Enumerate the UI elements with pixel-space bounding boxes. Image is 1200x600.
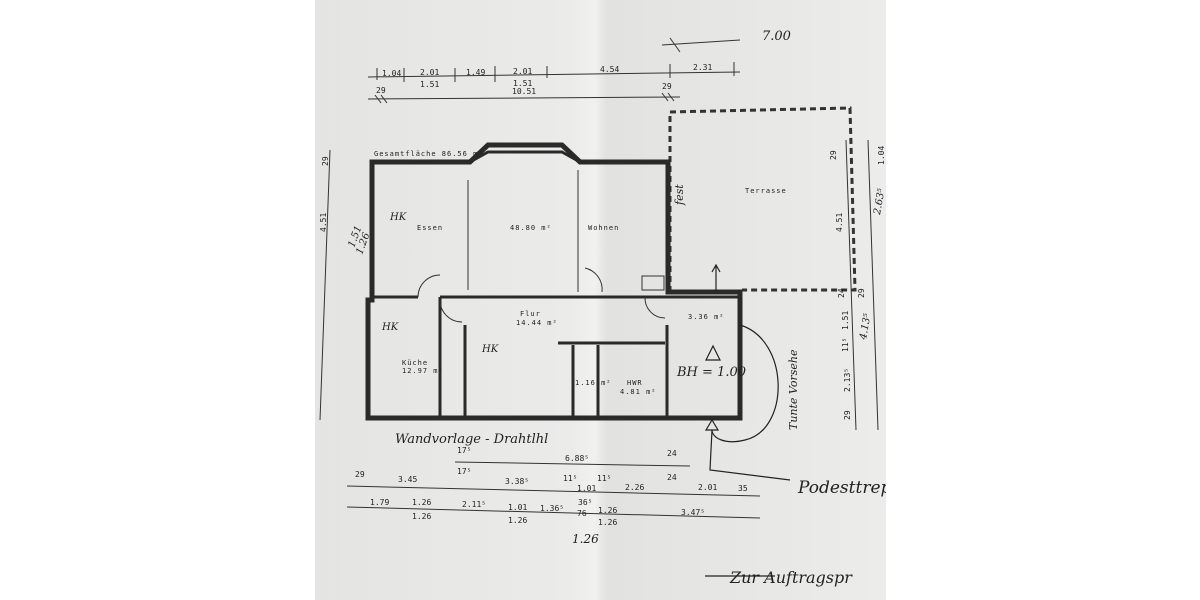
fest-note: fest — [673, 184, 686, 206]
dimension-label: 4.13⁵ — [858, 313, 874, 342]
hk-label-kueche: HK — [381, 322, 399, 333]
room-label-hwr: HWR — [627, 379, 643, 387]
floor-plan-paper: 1.04 2.01 1.49 2.01 4.54 2.31 1.51 1.51 … — [315, 0, 886, 600]
hk-label-essen: HK — [389, 212, 407, 223]
gross-area: Gesamtfläche 86.56 m² — [374, 150, 484, 158]
triangle-marker-icon — [705, 344, 721, 361]
left-dim-29: 29 — [321, 156, 330, 166]
dimension-label: 1.51 — [841, 311, 850, 330]
room-area-abstell: 3.36 m² — [688, 313, 725, 321]
dimension-label: 2.63⁵ — [872, 188, 886, 217]
handdrawn-curve — [711, 324, 779, 443]
bh-note: BH = 1.00 — [676, 365, 746, 380]
dimension-label: 29 — [829, 150, 838, 160]
room-label-wohnen: Wohnen — [588, 224, 619, 232]
dim-1-51a: 1.51 — [420, 80, 439, 89]
floor-plan-drawing: 1.04 2.01 1.49 2.01 4.54 2.31 1.51 1.51 … — [319, 29, 886, 587]
dimension-label: 29 — [857, 288, 866, 298]
dimension-label: 36⁵ — [578, 498, 592, 507]
dim-2-01b: 2.01 — [513, 67, 532, 76]
room-area-wc: 1.16 m² — [575, 379, 612, 387]
dimension-label: 35 — [738, 484, 748, 493]
room-area-kueche: 12.97 m² — [402, 367, 444, 375]
room-area-hwr: 4.81 m² — [620, 388, 657, 396]
dim-2-31: 2.31 — [693, 63, 712, 72]
dim-1-04: 1.04 — [382, 69, 401, 78]
left-dimension-line — [319, 149, 331, 421]
top-dimension-chain: 1.04 2.01 1.49 2.01 4.54 2.31 1.51 1.51 … — [367, 29, 791, 104]
dimension-label: 17⁵ — [457, 446, 471, 455]
dimension-label: 11⁵ — [563, 474, 577, 483]
bottom-dimension-chain: 17⁵ 6.88⁵ 24 29 3.45 17⁵ 3.38⁵ 11⁵ 1.01 … — [346, 446, 761, 546]
dim-4-54: 4.54 — [600, 65, 619, 74]
dimension-label: 1.36⁵ — [540, 504, 564, 513]
dimension-label: 2.11⁵ — [462, 500, 486, 509]
outer-walls — [365, 142, 743, 421]
dim-2-01a: 2.01 — [420, 68, 439, 77]
dimension-label: 1.79 — [370, 498, 389, 507]
dimension-label: 1.26 — [572, 532, 599, 546]
dimension-label: 24 — [837, 288, 846, 298]
dim-29-left: 29 — [376, 86, 386, 95]
side-note: Tunte Vorsehe — [787, 349, 800, 430]
triangle-marker-icon — [704, 418, 720, 431]
dimension-label: 29 — [355, 470, 365, 479]
dimension-label: 4.51 — [835, 213, 844, 232]
right-dimension-chain: 29 4.51 24 29 1.51 11⁵ 2.13⁵ 29 1.04 2.6… — [829, 139, 886, 431]
room-area-wohnen: 48.80 m² — [510, 224, 552, 232]
dimension-label: 1.26 — [598, 506, 617, 515]
dimension-label: 24 — [667, 473, 677, 482]
arrow-up-icon — [711, 263, 721, 292]
room-area-flur: 14.44 m² — [516, 319, 558, 327]
dimension-label: 11⁵ — [597, 474, 611, 483]
room-label-flur: Flur — [520, 310, 541, 318]
footer-note: Zur Auftragspr — [729, 568, 853, 587]
terrace-outline — [668, 106, 857, 292]
dimension-label: 1.04 — [877, 146, 886, 165]
hk-label-flur: HK — [481, 344, 499, 355]
dimension-label: 2.01 — [698, 483, 717, 492]
dimension-label: 76 — [577, 509, 587, 518]
room-label-kueche: Küche — [402, 359, 428, 367]
dim-7-00: 7.00 — [762, 29, 791, 44]
dimension-label: 1.26 — [598, 518, 617, 527]
dimension-label: 17⁵ — [457, 467, 471, 476]
dim-29-right: 29 — [662, 82, 672, 91]
interior-walls — [372, 170, 740, 418]
dimension-label: 2.26 — [625, 483, 644, 492]
leader-line — [709, 429, 791, 481]
dimension-label: 1.01 — [577, 484, 596, 493]
dimension-label: 1.26 — [412, 512, 431, 521]
dim-1-51b: 1.51 — [513, 79, 532, 88]
dimension-label: 6.88⁵ — [565, 454, 589, 463]
dim-1-49: 1.49 — [466, 68, 485, 77]
dimension-label: 3.45 — [398, 475, 417, 484]
dimension-label: 29 — [843, 410, 852, 420]
dimension-label: 3.38⁵ — [505, 477, 529, 486]
dimension-label: 1.26 — [508, 516, 527, 525]
dimension-label: 1.01 — [508, 503, 527, 512]
dimension-label: 1.26 — [412, 498, 431, 507]
dim-10-51: 10.51 — [512, 87, 536, 96]
dimension-label: 3.47⁵ — [681, 508, 705, 517]
wall-note: Wandvorlage - Drahtlhl — [395, 432, 548, 447]
dimension-label: 11⁵ — [841, 338, 850, 352]
room-label-essen: Essen — [417, 224, 443, 232]
dimension-label: 2.13⁵ — [843, 368, 852, 392]
left-dim-4-51: 4.51 — [319, 213, 328, 232]
dimension-label: 24 — [667, 449, 677, 458]
terrace-label: Terrasse — [745, 187, 787, 195]
podest-note: Podesttrep — [797, 478, 886, 498]
